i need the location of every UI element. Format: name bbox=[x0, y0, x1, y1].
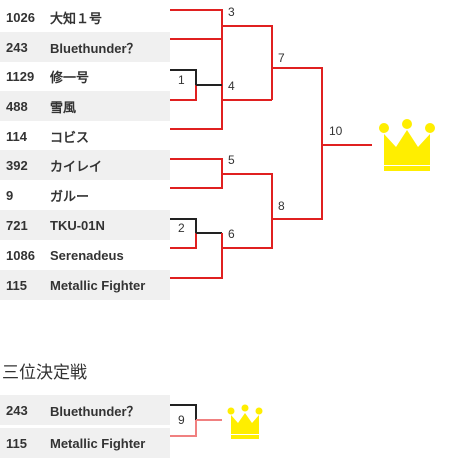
entrant-row: 114 コビス bbox=[0, 121, 170, 151]
match-number-10: 10 bbox=[329, 124, 343, 138]
entrant-name: 修一号 bbox=[50, 69, 90, 85]
match-6-lines bbox=[170, 219, 273, 279]
entrant-row: 1086 Serenadeus bbox=[0, 240, 170, 270]
entrant-id: 721 bbox=[6, 217, 28, 233]
entrant-name: Bluethunder？ bbox=[50, 40, 140, 56]
entrant-name: Metallic Fighter bbox=[50, 277, 146, 293]
entrant-row: 9 ガルー bbox=[0, 180, 170, 210]
match-8-lines bbox=[272, 145, 323, 220]
match-number-9: 9 bbox=[178, 413, 185, 427]
entrant-name: 大知１号 bbox=[50, 10, 103, 26]
entrant-id: 115 bbox=[6, 277, 27, 293]
match-number-3: 3 bbox=[228, 5, 235, 19]
third-place-title: 三位決定戦 bbox=[2, 363, 87, 383]
match-number-7: 7 bbox=[278, 51, 285, 65]
entrant-name: ガルー bbox=[50, 188, 90, 204]
entrant-name: TKU-01N bbox=[50, 217, 105, 233]
entrant-id: 488 bbox=[6, 98, 28, 114]
match-5-lines bbox=[170, 158, 273, 219]
match-2-lines bbox=[170, 218, 197, 249]
entrant-id: 1086 bbox=[6, 247, 35, 263]
match-number-1: 1 bbox=[178, 73, 185, 87]
entrant-name: 雪風 bbox=[50, 99, 77, 115]
match-number-2: 2 bbox=[178, 221, 185, 235]
entrant-id: 115 bbox=[6, 435, 27, 451]
crown-icon bbox=[379, 119, 435, 171]
match-number-4: 4 bbox=[228, 79, 235, 93]
entrant-row: 1129 修一号 bbox=[0, 61, 170, 91]
entrant-name: カイレイ bbox=[50, 158, 103, 174]
entrant-row: 721 TKU-01N bbox=[0, 210, 170, 240]
match-4-lines bbox=[170, 84, 272, 130]
crown-icon bbox=[227, 404, 263, 439]
match-number-8: 8 bbox=[278, 199, 285, 213]
entrant-id: 243 bbox=[6, 39, 28, 55]
match-3-lines bbox=[170, 9, 223, 100]
entrant-id: 1026 bbox=[6, 9, 35, 25]
entrant-id: 114 bbox=[6, 128, 27, 144]
entrant-row: 243 Bluethunder？ bbox=[0, 32, 170, 62]
entrant-row: 392 カイレイ bbox=[0, 150, 170, 180]
third-place-entrant-row: 115 Metallic Fighter bbox=[0, 428, 170, 458]
match-number-6: 6 bbox=[228, 227, 235, 241]
entrant-name: Serenadeus bbox=[50, 247, 124, 263]
entrant-row: 115 Metallic Fighter bbox=[0, 270, 170, 300]
entrant-id: 243 bbox=[6, 402, 28, 418]
match-7-lines bbox=[222, 25, 323, 145]
match-number-5: 5 bbox=[228, 153, 235, 167]
entrant-id: 392 bbox=[6, 157, 28, 173]
match-9-lines bbox=[170, 404, 222, 437]
entrant-name: Metallic Fighter bbox=[50, 435, 146, 451]
entrant-row: 488 雪風 bbox=[0, 91, 170, 121]
third-place-entrant-row: 243 Bluethunder？ bbox=[0, 395, 170, 425]
match-1-lines bbox=[170, 69, 197, 101]
entrant-id: 1129 bbox=[6, 68, 35, 84]
entrant-name: Bluethunder？ bbox=[50, 403, 140, 419]
entrant-name: コビス bbox=[50, 129, 90, 145]
entrant-row: 1026 大知１号 bbox=[0, 2, 170, 32]
entrant-id: 9 bbox=[6, 187, 14, 203]
